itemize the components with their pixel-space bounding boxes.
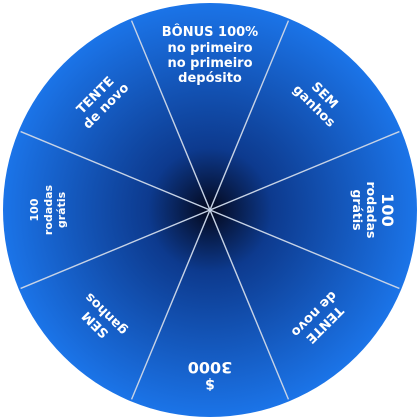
segment-divider bbox=[130, 209, 211, 400]
wheel-segment-free-spins[interactable]: 100 rodadas grátis bbox=[28, 184, 68, 235]
segment-label-line: grátis bbox=[350, 189, 365, 230]
segment-label-line: 3000 bbox=[188, 358, 233, 377]
segment-label-line: BÔNUS 100% bbox=[162, 24, 258, 40]
segment-label-line: $ bbox=[205, 376, 215, 392]
segment-label-line: depósito bbox=[178, 71, 242, 86]
segment-divider bbox=[209, 20, 290, 211]
segment-label-line: no primeiro bbox=[167, 56, 252, 71]
wheel-segment-cash[interactable]: $ 3000 bbox=[188, 358, 233, 392]
segment-divider bbox=[20, 130, 211, 211]
segment-label-line: 100 bbox=[378, 193, 397, 226]
wheel-dividers bbox=[20, 20, 400, 400]
segment-divider bbox=[20, 209, 211, 290]
wheel-segment-bonus[interactable]: BÔNUS 100% no primeiro no primeiro depós… bbox=[162, 24, 258, 86]
segment-label-line: rodadas bbox=[42, 184, 55, 235]
wheel-segment-free-spins[interactable]: 100 rodadas grátis bbox=[350, 182, 397, 239]
segment-divider bbox=[209, 130, 400, 211]
segment-divider bbox=[209, 209, 400, 290]
segment-label-line: no primeiro bbox=[167, 41, 252, 56]
segment-divider bbox=[209, 209, 290, 400]
segment-label-line: grátis bbox=[55, 191, 68, 228]
segment-label-line: 100 bbox=[28, 198, 41, 221]
segment-label-line: rodadas bbox=[364, 182, 379, 239]
segment-divider bbox=[130, 20, 211, 211]
